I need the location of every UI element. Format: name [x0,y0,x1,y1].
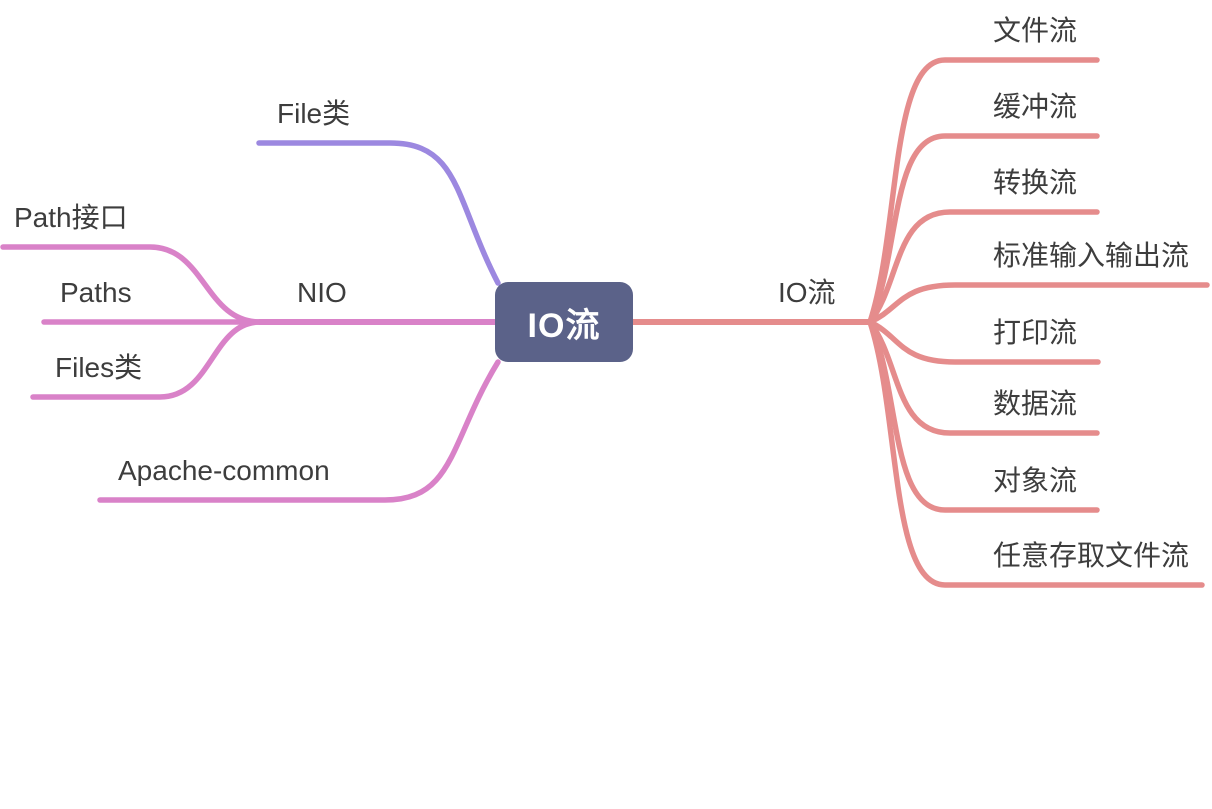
node-apache-common[interactable]: Apache-common [118,455,330,486]
node-print-stream[interactable]: 打印流 [993,317,1078,348]
node-stdio-stream[interactable]: 标准输入输出流 [993,240,1190,271]
node-io-group[interactable]: IO流 [778,277,836,308]
node-random-access-stream[interactable]: 任意存取文件流 [993,540,1190,571]
node-files-class[interactable]: Files类 [55,352,143,383]
edge-root-file-class [256,140,501,286]
node-paths[interactable]: Paths [60,277,132,308]
node-convert-stream[interactable]: 转换流 [993,167,1078,198]
node-nio[interactable]: NIO [297,277,347,308]
node-file-class[interactable]: File类 [277,98,351,129]
node-data-stream[interactable]: 数据流 [993,388,1078,419]
node-file-stream[interactable]: 文件流 [993,15,1078,46]
node-object-stream[interactable]: 对象流 [993,465,1078,496]
node-buffered-stream[interactable]: 缓冲流 [993,91,1078,122]
node-root[interactable]: IO流 [495,282,633,362]
node-path-interface[interactable]: Path接口 [14,202,128,233]
